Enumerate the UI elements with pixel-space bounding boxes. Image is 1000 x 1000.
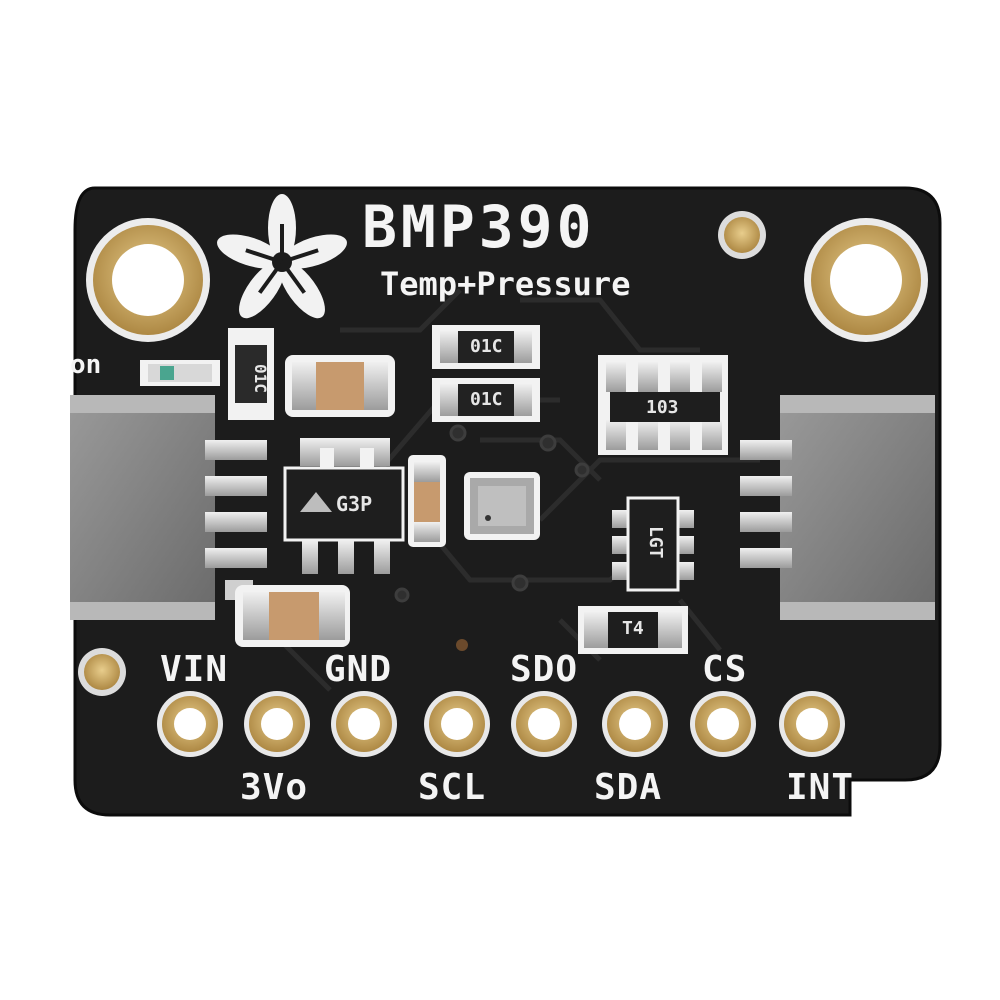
resistor-a	[432, 325, 540, 369]
diode-marking: T4	[622, 618, 644, 639]
capacitor-small	[408, 455, 446, 547]
level-shifter-chip	[612, 496, 694, 592]
capacitor-bottom	[235, 585, 350, 647]
stemma-connector-left	[70, 395, 267, 620]
pin-label-vin: VIN	[160, 649, 229, 690]
voltage-regulator	[283, 438, 405, 574]
pin-label-3vo: 3Vo	[240, 767, 309, 808]
regulator-marking: G3P	[336, 492, 373, 516]
pin-label-gnd: GND	[324, 649, 393, 690]
resistor-b	[432, 378, 540, 422]
power-led	[140, 360, 220, 386]
pin-hole-vin	[157, 691, 223, 757]
pin-hole-3vo	[244, 691, 310, 757]
mounting-hole-right	[804, 218, 928, 342]
pin-label-sda: SDA	[594, 767, 663, 808]
mounting-hole-left	[86, 218, 210, 342]
bmp390-sensor-chip	[464, 472, 540, 540]
resistor-array	[598, 355, 728, 455]
stemma-connector-right	[740, 395, 935, 620]
pin-hole-int	[779, 691, 845, 757]
vias	[394, 424, 590, 603]
board-subtitle: Temp+Pressure	[380, 265, 631, 303]
adafruit-flower-icon	[217, 194, 347, 319]
led-label: on	[70, 350, 102, 380]
pin-hole-scl	[424, 691, 490, 757]
fiducial-bottom-left	[78, 648, 126, 696]
pin-hole-gnd	[331, 691, 397, 757]
pin-label-scl: SCL	[418, 767, 487, 808]
pin-label-int: INT	[786, 767, 855, 808]
board-title: BMP390	[362, 193, 596, 261]
capacitor-top	[285, 355, 395, 417]
resistor-vertical	[228, 328, 274, 420]
pin-label-sdo: SDO	[510, 649, 579, 690]
pin-hole-sdo	[511, 691, 577, 757]
pin-hole-sda	[602, 691, 668, 757]
header-pins	[157, 691, 845, 757]
resistor-array-marking: 103	[646, 397, 679, 418]
resistor-c-marking: 01C	[251, 364, 270, 393]
resistor-b-marking: 01C	[470, 389, 503, 410]
pin-hole-cs	[690, 691, 756, 757]
fiducial-top-right	[718, 211, 766, 259]
level-shifter-marking: LGT	[645, 526, 666, 559]
diode	[578, 606, 688, 654]
pin-label-cs: CS	[702, 649, 748, 690]
resistor-a-marking: 01C	[470, 336, 503, 357]
test-pad	[456, 639, 468, 651]
